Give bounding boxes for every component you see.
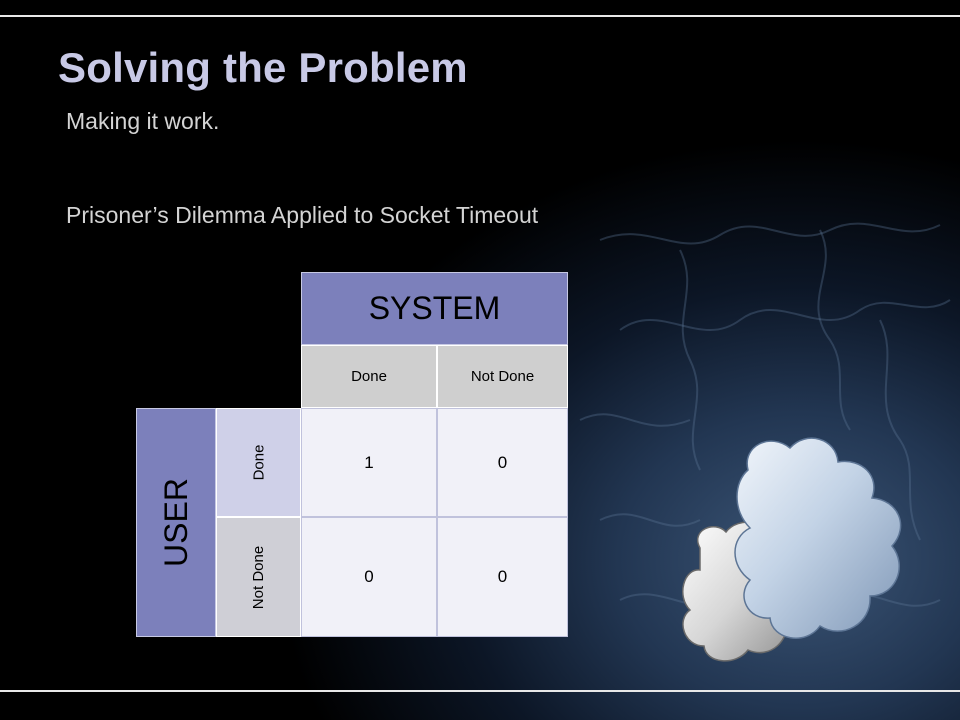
slide-subtitle: Making it work. xyxy=(66,108,220,134)
cell-user-done-system-not-done: 0 xyxy=(437,408,568,517)
column-header-not-done: Not Done xyxy=(437,345,568,408)
top-rule xyxy=(0,15,960,17)
row-header-done-label: Done xyxy=(249,444,267,481)
system-header: SYSTEM xyxy=(301,272,568,345)
column-header-done: Done xyxy=(301,345,437,408)
user-header-label: USER xyxy=(157,478,194,567)
slide-title: Solving the Problem xyxy=(58,44,468,91)
row-header-not-done: Not Done xyxy=(216,517,301,637)
cell-user-not-done-system-not-done: 0 xyxy=(437,517,568,637)
user-header: USER xyxy=(136,408,216,637)
slide-body-text: Prisoner’s Dilemma Applied to Socket Tim… xyxy=(66,202,539,228)
bottom-rule xyxy=(0,690,960,692)
cell-user-done-system-done: 1 xyxy=(301,408,437,517)
cell-user-not-done-system-done: 0 xyxy=(301,517,437,637)
row-header-done: Done xyxy=(216,408,301,517)
row-header-not-done-label: Not Done xyxy=(250,545,267,609)
